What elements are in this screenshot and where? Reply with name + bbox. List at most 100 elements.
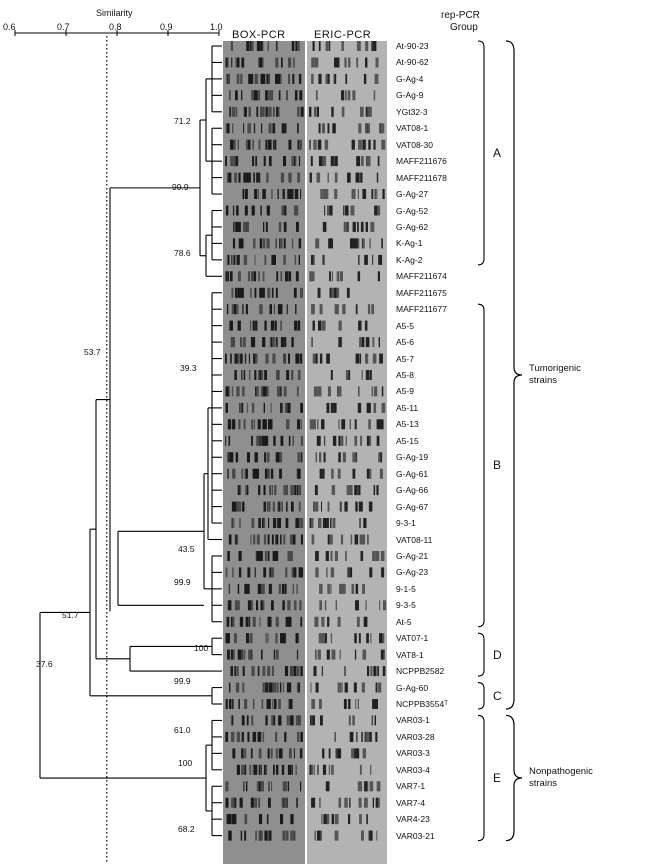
box-pcr-band xyxy=(258,370,261,380)
box-pcr-band xyxy=(253,172,255,183)
box-pcr-band xyxy=(242,666,245,677)
box-pcr-band xyxy=(267,41,269,51)
box-pcr-band xyxy=(243,123,245,134)
bootstrap-value: 78.6 xyxy=(174,247,191,258)
box-pcr-band xyxy=(252,468,255,479)
eric-pcr-band xyxy=(365,370,370,380)
box-pcr-band xyxy=(259,616,261,627)
eric-pcr-band xyxy=(331,649,336,660)
box-pcr-band xyxy=(281,764,285,775)
box-pcr-band xyxy=(251,435,253,446)
eric-pcr-band xyxy=(365,57,368,68)
bootstrap-value: 71.2 xyxy=(174,116,191,127)
box-pcr-band xyxy=(272,682,276,693)
eric-pcr-band xyxy=(370,221,375,232)
box-pcr-band xyxy=(243,106,245,117)
box-pcr-band xyxy=(246,41,248,51)
eric-pcr-band xyxy=(371,715,373,726)
eric-pcr-band xyxy=(351,139,355,150)
eric-pcr-band xyxy=(310,682,312,693)
eric-pcr-band xyxy=(347,172,351,183)
box-pcr-band xyxy=(231,304,235,315)
box-pcr-band xyxy=(240,337,242,348)
box-pcr-band xyxy=(243,172,246,183)
eric-pcr-band xyxy=(309,271,312,282)
box-pcr-band xyxy=(258,271,260,282)
eric-pcr-band xyxy=(367,304,371,315)
eric-pcr-band xyxy=(359,534,363,545)
bootstrap-value: 100 xyxy=(194,642,209,653)
box-pcr-band xyxy=(288,271,292,282)
eric-pcr-band xyxy=(325,551,329,561)
box-pcr-band xyxy=(241,370,243,380)
box-pcr-band xyxy=(244,583,248,594)
box-pcr-band xyxy=(238,172,241,183)
eric-pcr-band xyxy=(315,649,317,660)
eric-pcr-band xyxy=(353,682,357,693)
eric-pcr-band xyxy=(364,797,368,808)
box-pcr-band xyxy=(225,731,229,742)
strain-label: A5-9 xyxy=(396,386,414,397)
box-pcr-band xyxy=(235,452,239,463)
box-pcr-band xyxy=(283,205,287,216)
box-pcr-band xyxy=(275,616,279,627)
box-pcr-band xyxy=(259,370,261,380)
box-pcr-band xyxy=(276,370,280,380)
box-pcr-band xyxy=(294,320,298,331)
eric-pcr-band xyxy=(319,353,323,364)
box-pcr-band xyxy=(300,731,303,742)
box-pcr-band xyxy=(277,518,281,528)
eric-pcr-band xyxy=(344,666,346,677)
box-pcr-band xyxy=(241,715,245,726)
box-pcr-band xyxy=(283,353,285,364)
box-pcr-band xyxy=(269,139,272,150)
eric-pcr-band xyxy=(360,435,363,446)
eric-pcr-band xyxy=(377,682,382,693)
eric-pcr-band xyxy=(381,238,383,249)
box-pcr-band xyxy=(269,304,271,315)
box-pcr-band xyxy=(280,534,282,545)
eric-pcr-band xyxy=(322,320,326,331)
eric-pcr-band xyxy=(351,748,355,759)
box-pcr-band xyxy=(274,551,278,561)
box-pcr-band xyxy=(236,501,240,512)
box-pcr-band xyxy=(257,551,260,561)
eric-pcr-band xyxy=(323,814,328,825)
box-pcr-band xyxy=(228,814,232,825)
box-pcr-band xyxy=(258,797,261,808)
box-pcr-band xyxy=(284,337,287,348)
eric-pcr-band xyxy=(373,485,376,496)
eric-pcr-band xyxy=(321,814,323,825)
box-pcr-band xyxy=(280,435,284,446)
eric-pcr-band xyxy=(332,518,336,528)
box-pcr-band xyxy=(273,123,276,134)
box-pcr-band xyxy=(235,106,238,117)
box-pcr-band xyxy=(290,715,294,726)
box-pcr-band xyxy=(297,452,301,463)
eric-pcr-band xyxy=(339,337,342,348)
eric-pcr-band xyxy=(354,238,358,249)
box-pcr-band xyxy=(263,485,266,496)
group-label: D xyxy=(493,647,502,662)
eric-pcr-band xyxy=(355,172,359,183)
box-pcr-band xyxy=(280,337,285,348)
box-pcr-band xyxy=(250,320,252,331)
box-pcr-band xyxy=(226,57,229,68)
box-pcr-band xyxy=(236,57,240,68)
box-pcr-band xyxy=(272,501,275,512)
eric-pcr-band xyxy=(372,781,374,792)
box-pcr-band xyxy=(267,501,271,512)
box-pcr-band xyxy=(297,731,300,742)
box-pcr-band xyxy=(234,353,238,364)
eric-pcr-band xyxy=(318,320,322,331)
box-pcr-band xyxy=(237,583,240,594)
box-pcr-band xyxy=(273,764,275,775)
box-pcr-band xyxy=(278,90,281,101)
eric-pcr-band xyxy=(374,73,379,84)
eric-pcr-band xyxy=(350,205,355,216)
box-pcr-band xyxy=(260,205,262,216)
box-pcr-band xyxy=(250,748,253,759)
strain-label: K-Ag-1 xyxy=(396,238,423,249)
box-pcr-band xyxy=(269,337,271,348)
box-pcr-band xyxy=(290,551,293,561)
